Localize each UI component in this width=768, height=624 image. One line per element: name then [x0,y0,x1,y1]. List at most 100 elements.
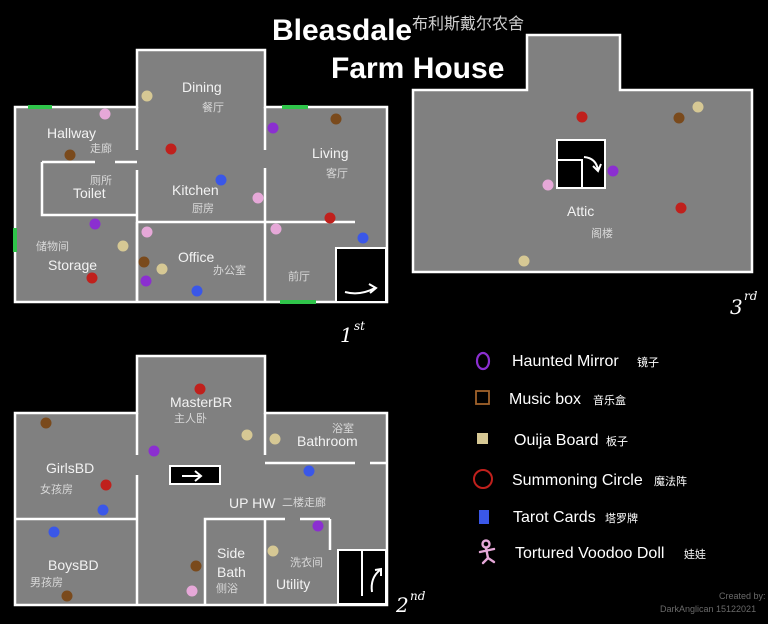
credit-line1: Created by: [719,591,766,601]
third-floor-plan: Attic 阁楼 3 rd [411,33,758,319]
room-label-attic: Attic [567,203,594,219]
voodoo-marker [542,179,554,191]
legend-tarot-label: Tarot Cards [513,509,596,526]
legend-musicbox: Music box 音乐盒 [475,390,626,408]
room-label-bathroom-cn: 浴室 [332,421,354,435]
ouija-marker [156,263,168,275]
room-label-hallway: Hallway [47,125,96,141]
room-label-masterbr-cn: 主人卧 [174,412,207,425]
ouija-marker [692,101,704,113]
legend-voodoo: Tortured Voodoo Doll 娃娃 [478,539,706,565]
room-label-sidebath-1: Side [217,545,245,561]
ouija-marker [241,429,253,441]
voodoo-marker [186,585,198,597]
room-label-living-cn: 客厅 [326,166,348,180]
second-floor-interior-walls [15,413,387,605]
legend-mirror: Haunted Mirror 镜子 [475,351,659,371]
mirror-marker [140,275,152,287]
second-floor-stairs-down-arrow [182,470,203,482]
room-label-dining: Dining [182,79,222,95]
mirror-marker [267,122,279,134]
tarot-marker [97,504,109,516]
summoning-circle-icon [473,469,493,489]
second-floor-stairs-up-arrow [370,567,382,593]
room-label-utility: Utility [276,576,310,592]
circle-marker [576,111,588,123]
legend-ouija-label: Ouija Board [514,432,599,449]
door-hallway-top [28,105,52,109]
tarot-marker [303,465,315,477]
floor-label-third: 3 [730,295,743,319]
legend-ouija-cn: 板子 [606,434,628,448]
room-label-boysbd-cn: 男孩房 [30,576,63,589]
room-label-uphw: UP HW [229,495,276,511]
legend-tarot-cn: 塔罗牌 [605,511,638,525]
door-storage-left [13,228,17,252]
room-label-utility-cn: 洗衣间 [290,555,323,569]
title-chinese: 布利斯戴尔农舍 [412,14,524,33]
third-floor-stairs-inner [557,159,583,188]
room-label-masterbr: MasterBR [170,394,232,410]
room-label-attic-cn: 阁楼 [591,226,613,240]
mirror-marker [89,218,101,230]
floor-label-first-sup: st [354,319,365,333]
room-label-office: Office [178,249,215,265]
room-label-girlsbd: GirlsBD [46,460,94,476]
first-floor-interior-walls [40,107,355,302]
room-label-foyer-cn: 前厅 [288,269,310,283]
legend-voodoo-cn: 娃娃 [684,548,706,561]
tarot-marker [357,232,369,244]
legend: Haunted Mirror 镜子 Music box 音乐盒 Ouija Bo… [473,351,706,565]
room-label-girlsbd-cn: 女孩房 [40,482,73,496]
musicbox-marker [330,113,342,125]
musicbox-marker [61,590,73,602]
musicbox-marker [190,560,202,572]
legend-voodoo-label: Tortured Voodoo Doll [515,545,664,562]
room-label-boysbd: BoysBD [48,557,99,573]
second-floor-plan: MasterBR 主人卧 浴室 Bathroom GirlsBD 女孩房 UP … [13,354,426,617]
legend-mirror-cn: 镜子 [637,355,659,369]
circle-marker [86,272,98,284]
first-floor-stairs [335,247,387,303]
musicbox-marker [40,417,52,429]
room-label-uphw-cn: 二楼走廊 [282,495,326,509]
title-line2: Farm House [331,52,504,85]
legend-ouija: Ouija Board 板子 [477,432,628,449]
ouija-marker [141,90,153,102]
voodoo-marker [141,226,153,238]
ouija-marker [269,433,281,445]
room-label-toilet-cn: 厕所 [90,174,112,187]
mirror-marker [148,445,160,457]
circle-marker [675,202,687,214]
ouija-marker [267,545,279,557]
third-floor-outer-wall [411,33,754,274]
tarot-marker [215,174,227,186]
door-living-top [282,105,308,109]
tarot-cards-icon [479,510,489,524]
room-label-storage-cn: 储物间 [36,239,69,253]
tarot-marker [191,285,203,297]
ouija-marker [518,255,530,267]
first-floor-plan: Dining 餐厅 Hallway 走廊 厕所 Toilet Kitchen 厨… [13,48,389,347]
room-label-office-cn: 办公室 [213,263,246,277]
musicbox-marker [673,112,685,124]
legend-musicbox-cn: 音乐盒 [593,393,626,407]
voodoo-marker [99,108,111,120]
room-label-living: Living [312,145,349,161]
voodoo-marker [252,192,264,204]
voodoo-doll-icon [478,539,496,565]
mirror-icon [475,351,491,371]
circle-marker [194,383,206,395]
room-label-hallway-cn: 走廊 [90,141,112,155]
music-box-icon [475,390,490,405]
floor-label-second: 2 [395,593,409,617]
floor-label-second-sup: nd [410,589,426,603]
musicbox-marker [138,256,150,268]
floor-label-first: 1 [340,323,353,347]
mirror-marker [607,165,619,177]
musicbox-marker [64,149,76,161]
circle-marker [165,143,177,155]
room-label-kitchen: Kitchen [172,182,219,198]
room-label-bathroom: Bathroom [297,433,358,449]
